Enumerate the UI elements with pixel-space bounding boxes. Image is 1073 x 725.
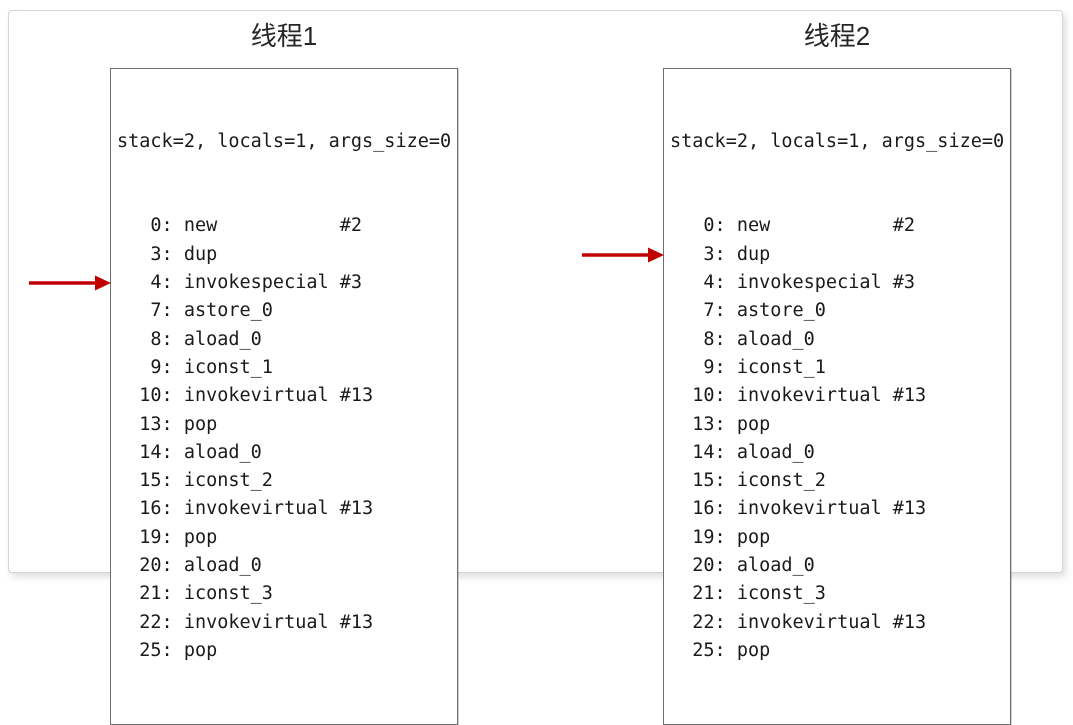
execution-arrow-icon <box>582 247 664 263</box>
thread-1-panel: 线程1 stack=2, locals=1, args_size=0 0: ne… <box>29 17 458 725</box>
bytecode-line: 9: iconst_1 <box>117 356 273 378</box>
bytecode-line: 20: aload_0 <box>117 555 262 577</box>
bytecode-box: stack=2, locals=1, args_size=0 0: new #2… <box>663 68 1011 725</box>
bytecode-line: 22: invokevirtual #13 <box>117 611 374 633</box>
bytecode-line: 25: pop <box>117 639 218 661</box>
diagram-frame: 线程1 stack=2, locals=1, args_size=0 0: ne… <box>8 10 1063 725</box>
bytecode-line: 13: pop <box>670 413 771 435</box>
bytecode-line: 0: new #2 <box>670 215 916 237</box>
bytecode-line: 13: pop <box>117 413 218 435</box>
bytecode-line: 4: invokespecial #3 <box>117 272 363 294</box>
bytecode-line: 22: invokevirtual #13 <box>670 611 927 633</box>
bytecode-line: 3: dup <box>117 243 218 265</box>
bytecode-box: stack=2, locals=1, args_size=0 0: new #2… <box>110 68 458 725</box>
bytecode-line: 20: aload_0 <box>670 555 815 577</box>
bytecode-header: stack=2, locals=1, args_size=0 <box>670 130 1005 152</box>
bytecode-lines: 0: new #2 3: dup 4: invokespecial #3 7: … <box>117 212 451 665</box>
bytecode-line: 9: iconst_1 <box>670 356 826 378</box>
bytecode-lines: 0: new #2 3: dup 4: invokespecial #3 7: … <box>670 212 1004 665</box>
execution-arrow-icon <box>29 275 111 291</box>
bytecode-line: 7: astore_0 <box>117 300 273 322</box>
bytecode-line: 14: aload_0 <box>117 441 262 463</box>
bytecode-line: 8: aload_0 <box>117 328 262 350</box>
bytecode-line: 16: invokevirtual #13 <box>670 498 927 520</box>
bytecode-line: 14: aload_0 <box>670 441 815 463</box>
bytecode-line: 25: pop <box>670 639 771 661</box>
bytecode-line: 16: invokevirtual #13 <box>117 498 374 520</box>
thread-1-title: 线程1 <box>250 21 318 51</box>
bytecode-line: 4: invokespecial #3 <box>670 272 916 294</box>
bytecode-line: 19: pop <box>670 526 771 548</box>
bytecode-header: stack=2, locals=1, args_size=0 <box>117 130 452 152</box>
thread-2-title: 线程2 <box>803 21 871 51</box>
bytecode-line: 0: new #2 <box>117 215 363 237</box>
bytecode-line: 10: invokevirtual #13 <box>117 385 374 407</box>
bytecode-line: 15: iconst_2 <box>117 470 273 492</box>
bytecode-line: 3: dup <box>670 243 771 265</box>
bytecode-line: 7: astore_0 <box>670 300 826 322</box>
bytecode-line: 15: iconst_2 <box>670 470 826 492</box>
thread-2-panel: 线程2 stack=2, locals=1, args_size=0 0: ne… <box>582 17 1011 725</box>
bytecode-line: 19: pop <box>117 526 218 548</box>
bytecode-line: 10: invokevirtual #13 <box>670 385 927 407</box>
bytecode-line: 8: aload_0 <box>670 328 815 350</box>
